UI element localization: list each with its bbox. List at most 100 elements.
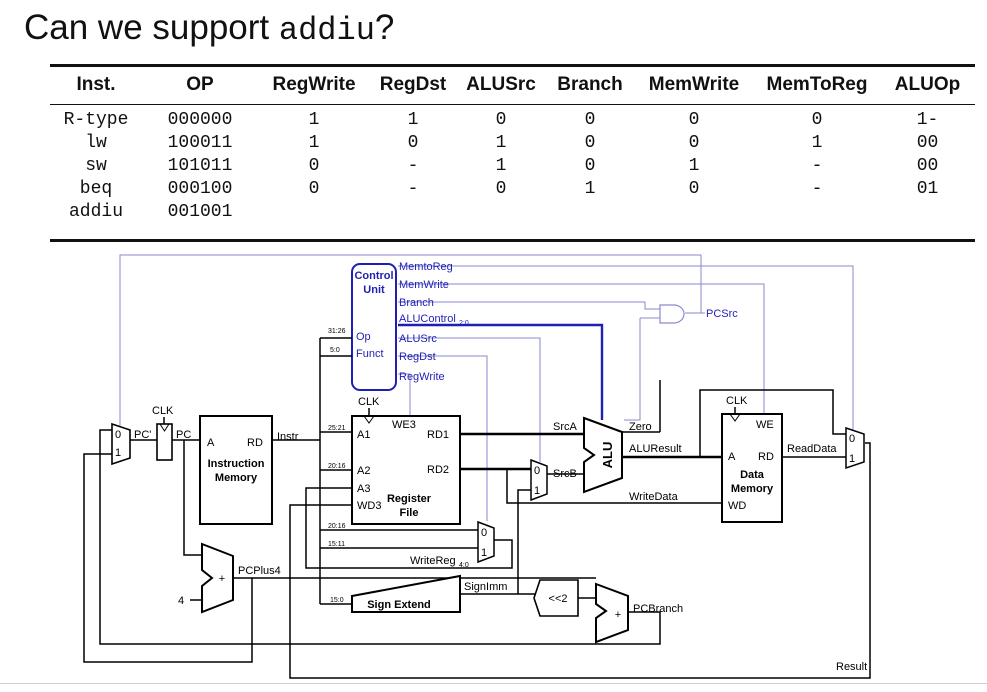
table-cell: 1 — [811, 132, 823, 153]
bits-label: 31:26 — [328, 328, 346, 335]
mux-one: 1 — [481, 547, 487, 559]
dmem-wd: WD — [728, 500, 746, 512]
regdst-mux: 0 1 — [477, 520, 495, 564]
mux-one: 1 — [849, 453, 855, 465]
pc-clk-label: CLK — [152, 405, 174, 417]
pcbranch-label: PCBranch — [633, 603, 683, 615]
table-row: addiu 001001 — [50, 200, 975, 223]
rf-clk-label: CLK — [358, 396, 380, 408]
sign-extend-label: Sign Extend — [367, 599, 431, 611]
control-wires — [119, 254, 854, 521]
and-gate — [659, 304, 685, 324]
table-header: ALUSrc — [466, 74, 536, 95]
slide-title: Can we support addiu? — [24, 8, 394, 49]
table-cell: 1 — [308, 109, 320, 130]
alu: ALU — [583, 416, 623, 494]
table-cell: addiu — [68, 201, 123, 222]
shift-left-2: <<2 — [533, 579, 579, 617]
table-cell: 0 — [688, 132, 700, 153]
pc-label: PC — [176, 429, 191, 441]
title-prefix: Can we support — [24, 8, 279, 47]
alu-label: ALU — [600, 442, 615, 469]
table-bottom-rule — [50, 239, 975, 242]
table-cell: 0 — [495, 109, 507, 130]
pcsrc-label: PCSrc — [706, 308, 738, 320]
title-code: addiu — [278, 12, 375, 49]
table-cell: 0 — [584, 109, 596, 130]
table-header: OP — [186, 74, 214, 95]
table-cell: 00 — [916, 155, 939, 176]
table-top-rule — [50, 64, 975, 67]
imem-name: Memory — [215, 472, 258, 484]
table-cell: 000100 — [167, 178, 233, 199]
table-cell: sw — [85, 155, 107, 176]
control-input-funct: Funct — [356, 348, 384, 360]
table-cell: 0 — [308, 155, 320, 176]
srca-label: SrcA — [553, 421, 578, 433]
srcb-label: SrcB — [553, 468, 577, 480]
imem-name: Instruction — [208, 458, 265, 470]
table-header-rule — [50, 104, 975, 105]
table-cell: 1 — [688, 155, 700, 176]
adder-plus: + — [615, 609, 621, 621]
rf-wd3: WD3 — [357, 500, 381, 512]
table-cell: 0 — [584, 155, 596, 176]
register-file: CLK WE3 A1 RD1 A2 RD2 A3 WD3 Register Fi… — [351, 396, 461, 525]
title-suffix: ? — [374, 8, 395, 47]
table-header: RegDst — [379, 74, 447, 95]
rf-a3: A3 — [357, 483, 370, 495]
data-memory: CLK WE A RD Data Memory WD — [721, 395, 783, 523]
datapath-wires — [83, 337, 871, 679]
dmem-rd: RD — [758, 451, 774, 463]
table-cell: - — [407, 178, 419, 199]
signimm-label: SignImm — [464, 581, 507, 593]
instr-label: Instr — [277, 431, 299, 443]
table-cell: 1 — [584, 178, 596, 199]
imem-port-rd: RD — [247, 437, 263, 449]
writereg-sub: 4:0 — [459, 562, 469, 569]
control-out-memtoreg: MemtoReg — [399, 261, 453, 273]
table-cell: 0 — [811, 109, 823, 130]
table-cell: 001001 — [167, 201, 233, 222]
four-label: 4 — [178, 595, 184, 607]
table-cell: 000000 — [167, 109, 233, 130]
mux-zero: 0 — [481, 527, 487, 539]
table-cell: 0 — [407, 132, 419, 153]
srcb-mux: 0 1 — [530, 458, 548, 502]
dmem-name: Memory — [731, 483, 774, 495]
rf-a2: A2 — [357, 465, 370, 477]
dmem-a: A — [728, 451, 736, 463]
table-cell: 101011 — [167, 155, 233, 176]
sign-extend: Sign Extend — [351, 574, 461, 613]
bits-label: 5:0 — [330, 347, 340, 354]
table-header: MemWrite — [648, 74, 740, 95]
aluresult-label: ALUResult — [629, 443, 682, 455]
table-cell: - — [407, 155, 419, 176]
bits-label: 15:0 — [330, 597, 344, 604]
table-cell: 00 — [916, 132, 939, 153]
rf-rd1: RD1 — [427, 429, 449, 441]
table-cell: 1 — [495, 155, 507, 176]
table-cell: 0 — [688, 109, 700, 130]
table-cell: - — [811, 178, 823, 199]
alucontrol-wire — [398, 323, 604, 420]
memtoreg-mux: 0 1 — [845, 426, 865, 470]
mux-one: 1 — [115, 447, 121, 459]
table-cell: 1- — [916, 109, 939, 130]
instruction-memory: A RD Instruction Memory — [199, 415, 273, 525]
control-unit-title: Unit — [363, 284, 385, 296]
control-out-branch: Branch — [399, 297, 434, 309]
table-cell: 0 — [584, 132, 596, 153]
result-label: Result — [836, 661, 867, 673]
pc-prime-label: PC' — [134, 429, 151, 441]
mux-zero: 0 — [115, 429, 121, 441]
rf-rd2: RD2 — [427, 464, 449, 476]
rf-name: File — [400, 507, 419, 519]
writereg-label: WriteReg — [410, 555, 456, 567]
control-input-op: Op — [356, 331, 371, 343]
table-cell: 100011 — [167, 132, 233, 153]
table-cell: 1 — [495, 132, 507, 153]
bits-label: 15:11 — [328, 541, 345, 548]
